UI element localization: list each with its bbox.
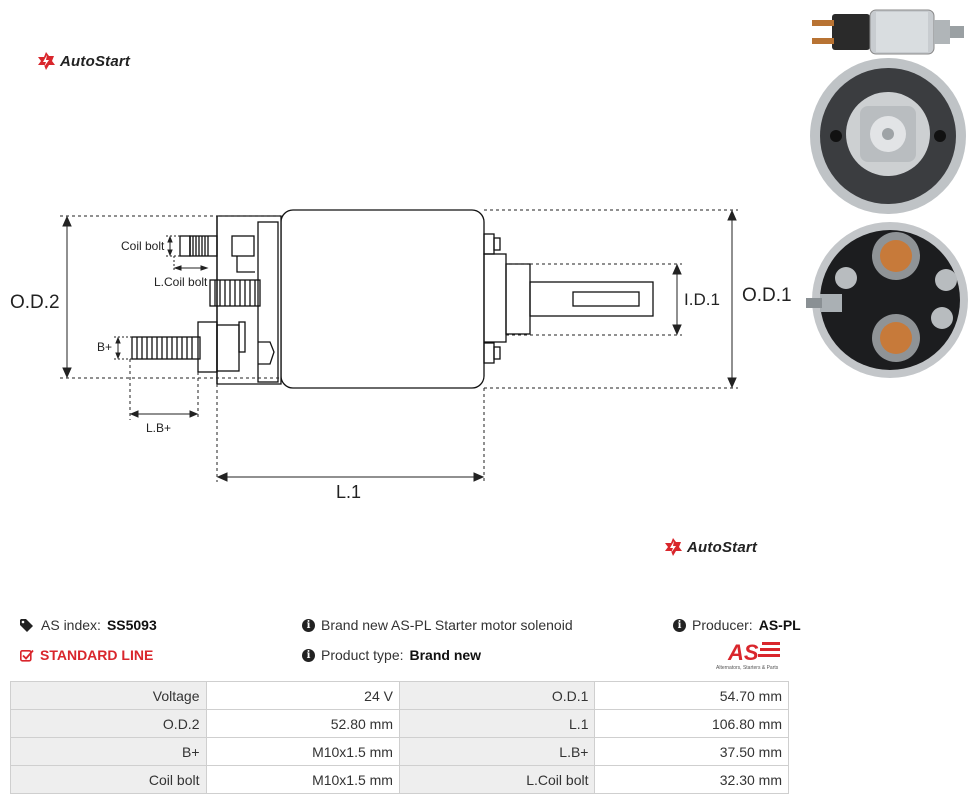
product-photo-front [806,222,968,378]
od2-label: O.D.2 [10,292,60,313]
autostart-logo-top: AutoStart [36,51,130,71]
description: i Brand new AS-PL Starter motor solenoid [302,617,573,633]
spec-key: L.B+ [398,737,596,766]
spec-key: O.D.1 [398,681,596,710]
spec-value: 106.80 mm [594,709,789,738]
tag-icon [20,618,33,632]
table-row: Coil bolt M10x1.5 mm L.Coil bolt 32.30 m… [10,765,789,794]
spec-value: 32.30 mm [594,765,789,794]
bplus-label: B+ [97,340,112,354]
l1-label: L.1 [336,482,361,502]
autostart-logo-bottom: AutoStart [663,537,757,557]
spec-key: B+ [10,737,207,766]
checkbox-icon [20,649,34,662]
product-type-label: Product type: [321,647,404,663]
product-photo-side [812,9,964,55]
as-pl-logo-text: AS [727,640,759,665]
description-text: Brand new AS-PL Starter motor solenoid [321,617,573,633]
spec-value: 52.80 mm [205,709,400,738]
table-row: Voltage 24 V O.D.1 54.70 mm [10,681,789,710]
solenoid-body [280,209,485,389]
id1-label: I.D.1 [684,290,720,309]
spec-key: Voltage [10,681,207,710]
info-icon: i [302,618,315,632]
info-icon: i [673,618,686,632]
as-index-label: AS index: [41,617,101,633]
autostart-logo-icon [38,52,55,70]
spec-key: O.D.2 [10,709,207,738]
od1-label: O.D.1 [742,285,792,306]
spec-value: M10x1.5 mm [205,737,400,766]
product-type: i Product type: Brand new [302,647,481,663]
as-pl-logo: AS Alternators, Starters & Parts [716,640,780,671]
product-type-value: Brand new [409,647,482,663]
table-row: O.D.2 52.80 mm L.1 106.80 mm [10,709,789,738]
spec-key: L.1 [398,709,596,738]
spec-value: M10x1.5 mm [205,765,400,794]
spec-value: 24 V [205,681,400,710]
specs-table: Voltage 24 V O.D.1 54.70 mm O.D.2 52.80 … [10,681,789,794]
spec-key: Coil bolt [10,765,207,794]
as-index: AS index: SS5093 [20,617,157,633]
as-index-value: SS5093 [106,617,157,633]
spec-key: L.Coil bolt [398,765,596,794]
coil-bolt-label: Coil bolt [121,239,165,253]
l-coil-bolt-label: L.Coil bolt [154,275,208,289]
lbplus-label: L.B+ [146,421,171,435]
spec-value: 54.70 mm [594,681,789,710]
autostart-logo-text: AutoStart [60,52,131,70]
as-pl-tagline: Alternators, Starters & Parts [716,665,779,671]
spec-value: 37.50 mm [594,737,789,766]
standard-line: STANDARD LINE [20,647,153,663]
autostart-logo-text: AutoStart [687,538,758,556]
producer-label: Producer: [692,617,753,633]
producer: i Producer: AS-PL [673,617,801,633]
table-row: B+ M10x1.5 mm L.B+ 37.50 mm [10,737,789,766]
standard-line-label: STANDARD LINE [40,647,154,663]
product-photo-back [810,58,966,214]
info-icon: i [302,648,315,662]
technical-drawing: O.D.2 O.D.1 I.D.1 L.1 L.B+ B+ Coil bolt … [10,209,792,502]
autostart-logo-icon [665,538,682,556]
producer-value: AS-PL [758,617,801,633]
